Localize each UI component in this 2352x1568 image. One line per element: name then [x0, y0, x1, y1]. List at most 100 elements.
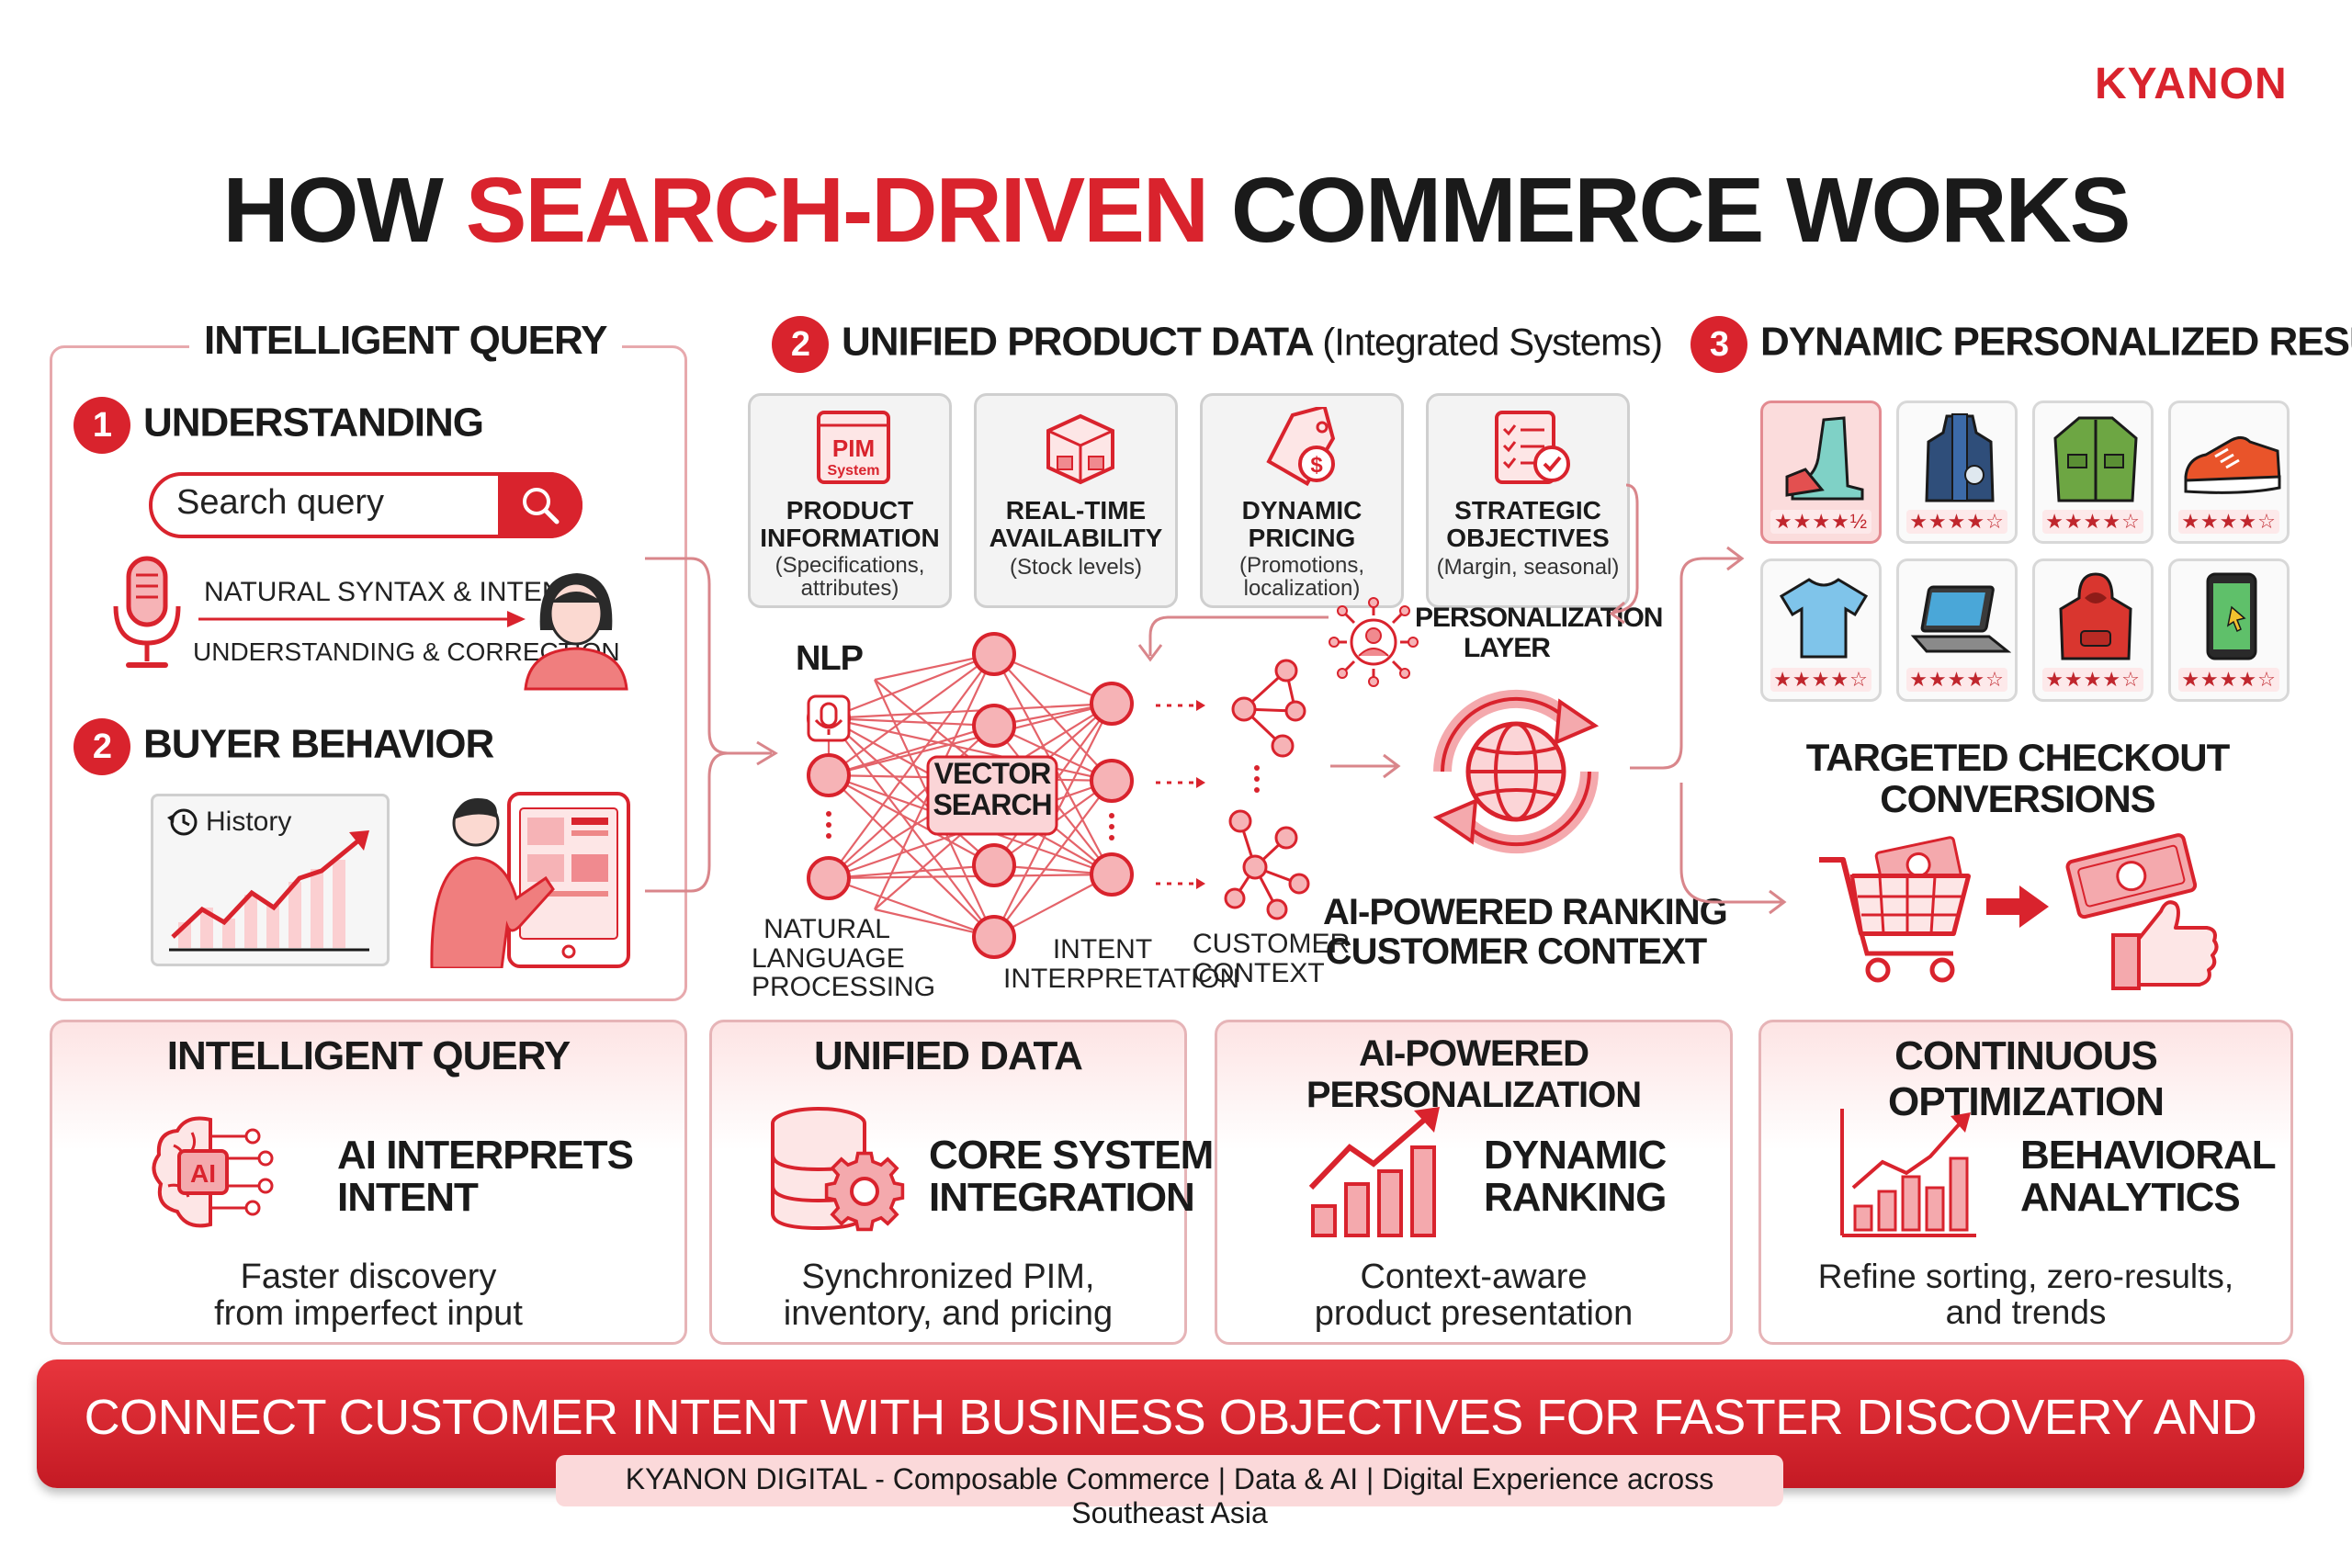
rising-bar-chart-icon — [1308, 1107, 1440, 1237]
product-tile[interactable]: ★★★★☆ — [1760, 558, 1882, 702]
bottom-panel-title: BEHAVIORAL ANALYTICS — [2020, 1133, 2277, 1221]
box-inventory-icon — [1046, 413, 1114, 485]
kyanon-logo: KYANON — [2095, 60, 2288, 108]
product-tile[interactable]: ★★★★½ — [1760, 400, 1882, 544]
title-part2: COMMERCE WORKS — [1230, 159, 2132, 262]
bottom-panel-title: DYNAMIC RANKING — [1484, 1133, 1667, 1221]
user-avatar-icon — [524, 573, 628, 691]
footer-text: KYANON DIGITAL - Composable Commerce | D… — [625, 1462, 1714, 1529]
price-tag-icon: $ — [1266, 407, 1336, 487]
card-subtitle: (Promotions, localization) — [1238, 553, 1365, 602]
intent-arrow — [198, 611, 526, 627]
pim-sub-text: System — [828, 463, 880, 479]
step-label: UNIFIED PRODUCT DATA — [842, 319, 1313, 365]
card-subtitle: (Stock levels) — [1009, 555, 1143, 580]
rating-stars: ★★★★☆ — [1770, 668, 1871, 692]
bottom-panel-subtitle: Refine sorting, zero-results, and trends — [1817, 1258, 2234, 1331]
bottom-panel-heading: CONTINUOUS OPTIMIZATION — [1887, 1033, 2165, 1124]
rating-stars: ★★★★½ — [1770, 510, 1871, 534]
rating-stars: ★★★★☆ — [2178, 510, 2279, 534]
product-tile[interactable]: ★★★★☆ — [1896, 400, 2018, 544]
bottom-panel-intelligent-query: INTELLIGENT QUERY AI AI INTERPRETS INTEN… — [50, 1020, 687, 1345]
money-thumbsup-icon — [2065, 833, 2219, 990]
card-subtitle: (Specifications, attributes) — [775, 553, 925, 602]
network-to-personalization-arrow — [1330, 753, 1401, 779]
card-realtime-availability: REAL-TIME AVAILABILITY (Stock levels) — [974, 393, 1178, 608]
left-panel-header: INTELLIGENT QUERY — [189, 318, 622, 364]
bottom-panel-subtitle: Context-aware product presentation — [1314, 1258, 1634, 1333]
vector-search-label: VECTOR SEARCH — [933, 757, 1052, 821]
tshirt-icon — [1779, 578, 1869, 659]
green-jacket-icon — [2053, 416, 2138, 502]
rating-stars: ★★★★☆ — [2042, 668, 2143, 692]
step-dynamic-results: 3 DYNAMIC PERSONALIZED RESULTS — [1690, 316, 2352, 373]
feedback-arrows — [1137, 483, 1639, 662]
product-tile[interactable]: ★★★★☆ — [2168, 558, 2290, 702]
ai-brain-icon: AI — [152, 1116, 274, 1228]
conversion-arrow-icon — [1986, 886, 2049, 928]
bottom-panel-unified-data: UNIFIED DATA CORE SYSTEM INTEGRATION Syn… — [709, 1020, 1214, 1345]
footer-pill — [556, 1455, 1783, 1506]
rating-stars: ★★★★☆ — [2042, 510, 2143, 534]
search-button[interactable] — [498, 472, 582, 538]
search-icon — [523, 488, 560, 525]
title-part1: HOW — [222, 159, 444, 262]
product-tile[interactable]: ★★★★☆ — [1896, 558, 2018, 702]
laptop-icon — [1910, 585, 2011, 653]
neural-network-diagram — [807, 632, 1134, 959]
smartphone-icon — [2206, 572, 2257, 660]
targeted-checkout-label: TARGETED CHECKOUT CONVERSIONS — [1805, 736, 2231, 821]
product-tile[interactable]: ★★★★☆ — [2168, 400, 2290, 544]
sneaker-icon — [2184, 435, 2281, 494]
growth-chart-icon — [169, 830, 369, 952]
bottom-panel-heading: AI-POWERED PERSONALIZATION — [1306, 1033, 1642, 1115]
analytics-chart-icon — [1840, 1109, 1976, 1237]
bottom-panel-title: CORE SYSTEM INTEGRATION — [929, 1133, 1214, 1221]
card-dynamic-pricing: $ DYNAMIC PRICING (Promotions, localizat… — [1200, 393, 1404, 608]
title-highlight: SEARCH-DRIVEN — [465, 159, 1209, 262]
svg-text:$: $ — [1310, 453, 1323, 478]
history-label: History — [206, 807, 292, 837]
natural-language-processing-label: NATURAL LANGUAGE PROCESSING — [752, 914, 936, 1002]
step-number-badge: 1 — [74, 397, 130, 454]
card-title: STRATEGIC OBJECTIVES — [1446, 496, 1610, 553]
personalization-icon — [1329, 597, 1419, 687]
card-strategic-objectives: STRATEGIC OBJECTIVES (Margin, seasonal) — [1426, 393, 1630, 608]
bottom-panel-title: AI INTERPRETS INTENT — [337, 1133, 634, 1221]
step-paren: (Integrated Systems) — [1322, 320, 1663, 364]
nlp-label: NLP — [796, 639, 864, 678]
intent-interpretation-label: INTENT INTERPRETATION — [1003, 934, 1240, 994]
product-tile[interactable]: ★★★★☆ — [2032, 558, 2154, 702]
right-connector-lines — [1630, 546, 1787, 915]
bottom-panel-subtitle: Faster discovery from imperfect input — [214, 1258, 523, 1333]
step-label: DYNAMIC PERSONALIZED RESULTS — [1760, 319, 2352, 365]
bottom-panel-continuous-optimization: CONTINUOUS OPTIMIZATION BEHAVIORAL ANALY… — [1758, 1020, 2293, 1345]
rating-stars: ★★★★☆ — [2178, 668, 2279, 692]
step-number-badge: 3 — [1690, 316, 1747, 373]
left-connector-lines — [645, 557, 778, 893]
customer-context-label: CUSTOMER CONTEXT — [1193, 929, 1351, 988]
search-placeholder: Search query — [176, 483, 385, 522]
ai-ranking-label: AI-POWERED RANKING CUSTOMER CONTEXT — [1323, 892, 1728, 973]
bottom-panel-heading: INTELLIGENT QUERY — [166, 1033, 571, 1078]
pim-system-icon: PIM System — [817, 411, 890, 484]
history-icon — [167, 808, 198, 836]
database-gear-icon — [771, 1107, 905, 1232]
step-label: BUYER BEHAVIOR — [143, 721, 494, 767]
rating-stars: ★★★★☆ — [1906, 510, 2007, 534]
bottom-panel-ai-personalization: AI-POWERED PERSONALIZATION DYNAMIC RANKI… — [1215, 1020, 1733, 1345]
boot-icon — [1785, 416, 1864, 501]
jacket-icon — [1925, 413, 1995, 502]
page-title: HOW SEARCH-DRIVEN COMMERCE WORKS — [0, 158, 2352, 264]
bottom-panel-heading: UNIFIED DATA — [814, 1033, 1083, 1078]
globe-cycle-icon — [1432, 689, 1600, 854]
ai-text: AI — [190, 1159, 216, 1188]
bottom-panel-subtitle: Synchronized PIM, inventory, and pricing — [783, 1258, 1114, 1333]
card-subtitle: (Margin, seasonal) — [1436, 555, 1620, 580]
step-label: UNDERSTANDING — [143, 400, 484, 446]
natural-syntax-label: NATURAL SYNTAX & INTENT — [204, 577, 579, 607]
microphone-icon — [113, 556, 181, 668]
pim-text: PIM — [832, 434, 875, 462]
product-tile[interactable]: ★★★★☆ — [2032, 400, 2154, 544]
